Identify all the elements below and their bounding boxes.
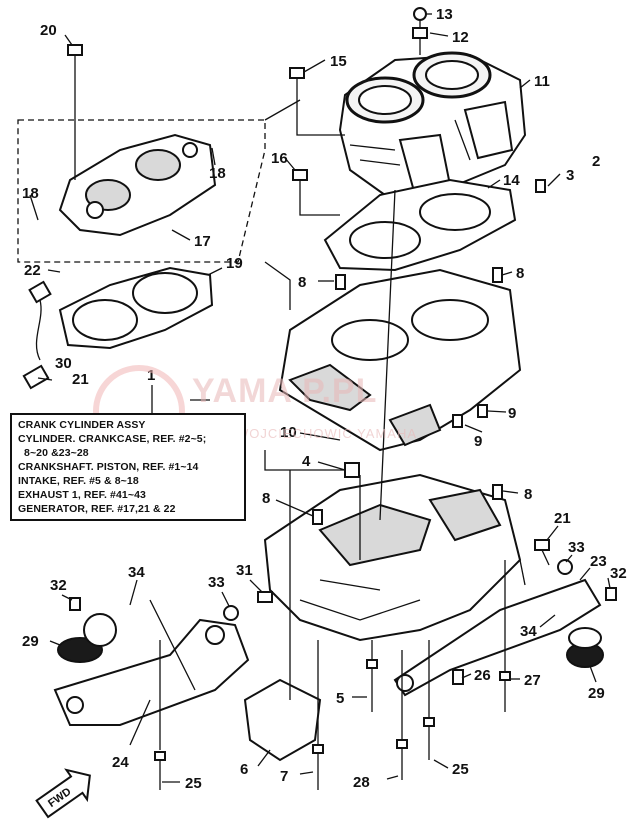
bolt-7	[312, 744, 324, 790]
bolt-15	[289, 67, 305, 100]
stud-13	[413, 7, 427, 21]
callout-21-left: 21	[72, 371, 89, 388]
bolt-25a	[423, 717, 435, 760]
bolt-32b	[605, 587, 617, 601]
callout-3: 3	[566, 167, 574, 184]
callout-21-right: 21	[554, 510, 571, 527]
dowel-8b	[492, 267, 503, 283]
exhaust-cover-group-box	[17, 119, 266, 263]
callout-23: 23	[590, 553, 607, 570]
legend-line-7: GENERATOR, REF. #17,21 & 22	[18, 503, 176, 515]
callout-8b: 8	[516, 265, 524, 282]
callout-16: 16	[271, 150, 288, 167]
callout-34-left: 34	[128, 564, 145, 581]
callout-7: 7	[280, 768, 288, 785]
plug-2-3	[535, 179, 546, 193]
callout-32-left: 32	[50, 577, 67, 594]
callout-28: 28	[353, 774, 370, 791]
callout-29-right: 29	[588, 685, 605, 702]
bolt-25b	[154, 751, 166, 790]
dowel-8c	[312, 509, 323, 525]
legend-line-3: 8~20 &23~28	[24, 447, 89, 459]
rubber-mount-left	[57, 613, 117, 663]
callout-33-right: 33	[568, 539, 585, 556]
legend-line-4: CRANKSHAFT. PISTON, REF. #1~14	[18, 461, 199, 473]
callout-24: 24	[112, 754, 129, 771]
bolt-27	[499, 671, 511, 712]
exhaust-cover	[58, 133, 217, 237]
callout-20: 20	[40, 22, 57, 39]
dowel-9b	[452, 414, 463, 428]
callout-6: 6	[240, 761, 248, 778]
callout-17: 17	[194, 233, 211, 250]
left-mount-bracket	[53, 618, 250, 726]
bolt-28	[396, 739, 408, 780]
callout-33-left: 33	[208, 574, 225, 591]
rubber-mount-right	[566, 627, 604, 668]
lower-crankcase	[263, 473, 522, 642]
callout-25-left: 25	[185, 775, 202, 792]
bolt-32a	[69, 597, 81, 611]
callout-2: 2	[592, 153, 600, 170]
callout-31: 31	[236, 562, 253, 579]
upper-crankcase	[278, 268, 522, 452]
callout-25-right: 25	[452, 761, 469, 778]
callout-4: 4	[302, 453, 311, 470]
cylinder-block	[338, 51, 527, 202]
callout-19: 19	[226, 255, 243, 272]
legend-line-1: CRANK CYLINDER ASSY	[18, 419, 146, 431]
callout-9a: 9	[474, 433, 482, 450]
callout-14: 14	[503, 172, 520, 189]
callout-34-right: 34	[520, 623, 537, 640]
bolt-20	[67, 44, 83, 90]
legend-line-2: CYLINDER. CRANKCASE, REF. #2~5;	[18, 433, 207, 445]
callout-10: 10	[280, 424, 297, 441]
legend-line-6: EXHAUST 1, REF. #41~43	[18, 489, 146, 501]
callout-8d: 8	[524, 486, 532, 503]
base-gasket	[323, 178, 517, 272]
legend-box: CRANK CYLINDER ASSY CYLINDER. CRANKCASE,…	[10, 413, 246, 521]
callout-12: 12	[452, 29, 469, 46]
dowel-8d	[492, 484, 503, 500]
callout-9b: 9	[508, 405, 516, 422]
callout-32-right: 32	[610, 565, 627, 582]
callout-numbers: 20 13 12 15 11 2 3 16 14 18 18 17 19 22 …	[22, 6, 627, 792]
dowel-8a	[335, 274, 346, 290]
washer-33b	[557, 559, 573, 575]
washer-33a	[223, 605, 239, 621]
callout-30: 30	[55, 355, 72, 372]
callout-18-left: 18	[22, 185, 39, 202]
callout-26: 26	[474, 667, 491, 684]
callout-8a: 8	[298, 274, 306, 291]
nut-26	[452, 669, 464, 685]
legend-line-5: INTAKE, REF. #5 & 8~18	[18, 475, 139, 487]
sensor-22-30	[22, 280, 52, 390]
callout-29-left: 29	[22, 633, 39, 650]
cylinder-gasket	[58, 266, 214, 350]
bolt-16	[292, 169, 308, 200]
callout-5: 5	[336, 690, 344, 707]
callout-13: 13	[436, 6, 453, 23]
bolt-31	[257, 591, 273, 603]
bolt-5	[366, 659, 378, 712]
right-mount-bracket	[393, 578, 602, 697]
callout-27: 27	[524, 672, 541, 689]
bolt-21b	[534, 539, 550, 566]
callout-11: 11	[534, 73, 550, 90]
engine-mount	[243, 678, 322, 762]
callout-18-right: 18	[209, 165, 226, 182]
callout-arrows	[29, 13, 611, 783]
bearing-4	[344, 462, 360, 478]
callout-8c: 8	[262, 490, 270, 507]
callout-15: 15	[330, 53, 347, 70]
callout-22: 22	[24, 262, 41, 279]
plug-12	[412, 27, 428, 39]
dowel-9a	[477, 404, 488, 418]
leader-lines	[74, 20, 526, 750]
fwd-arrow: FWD	[35, 768, 91, 819]
